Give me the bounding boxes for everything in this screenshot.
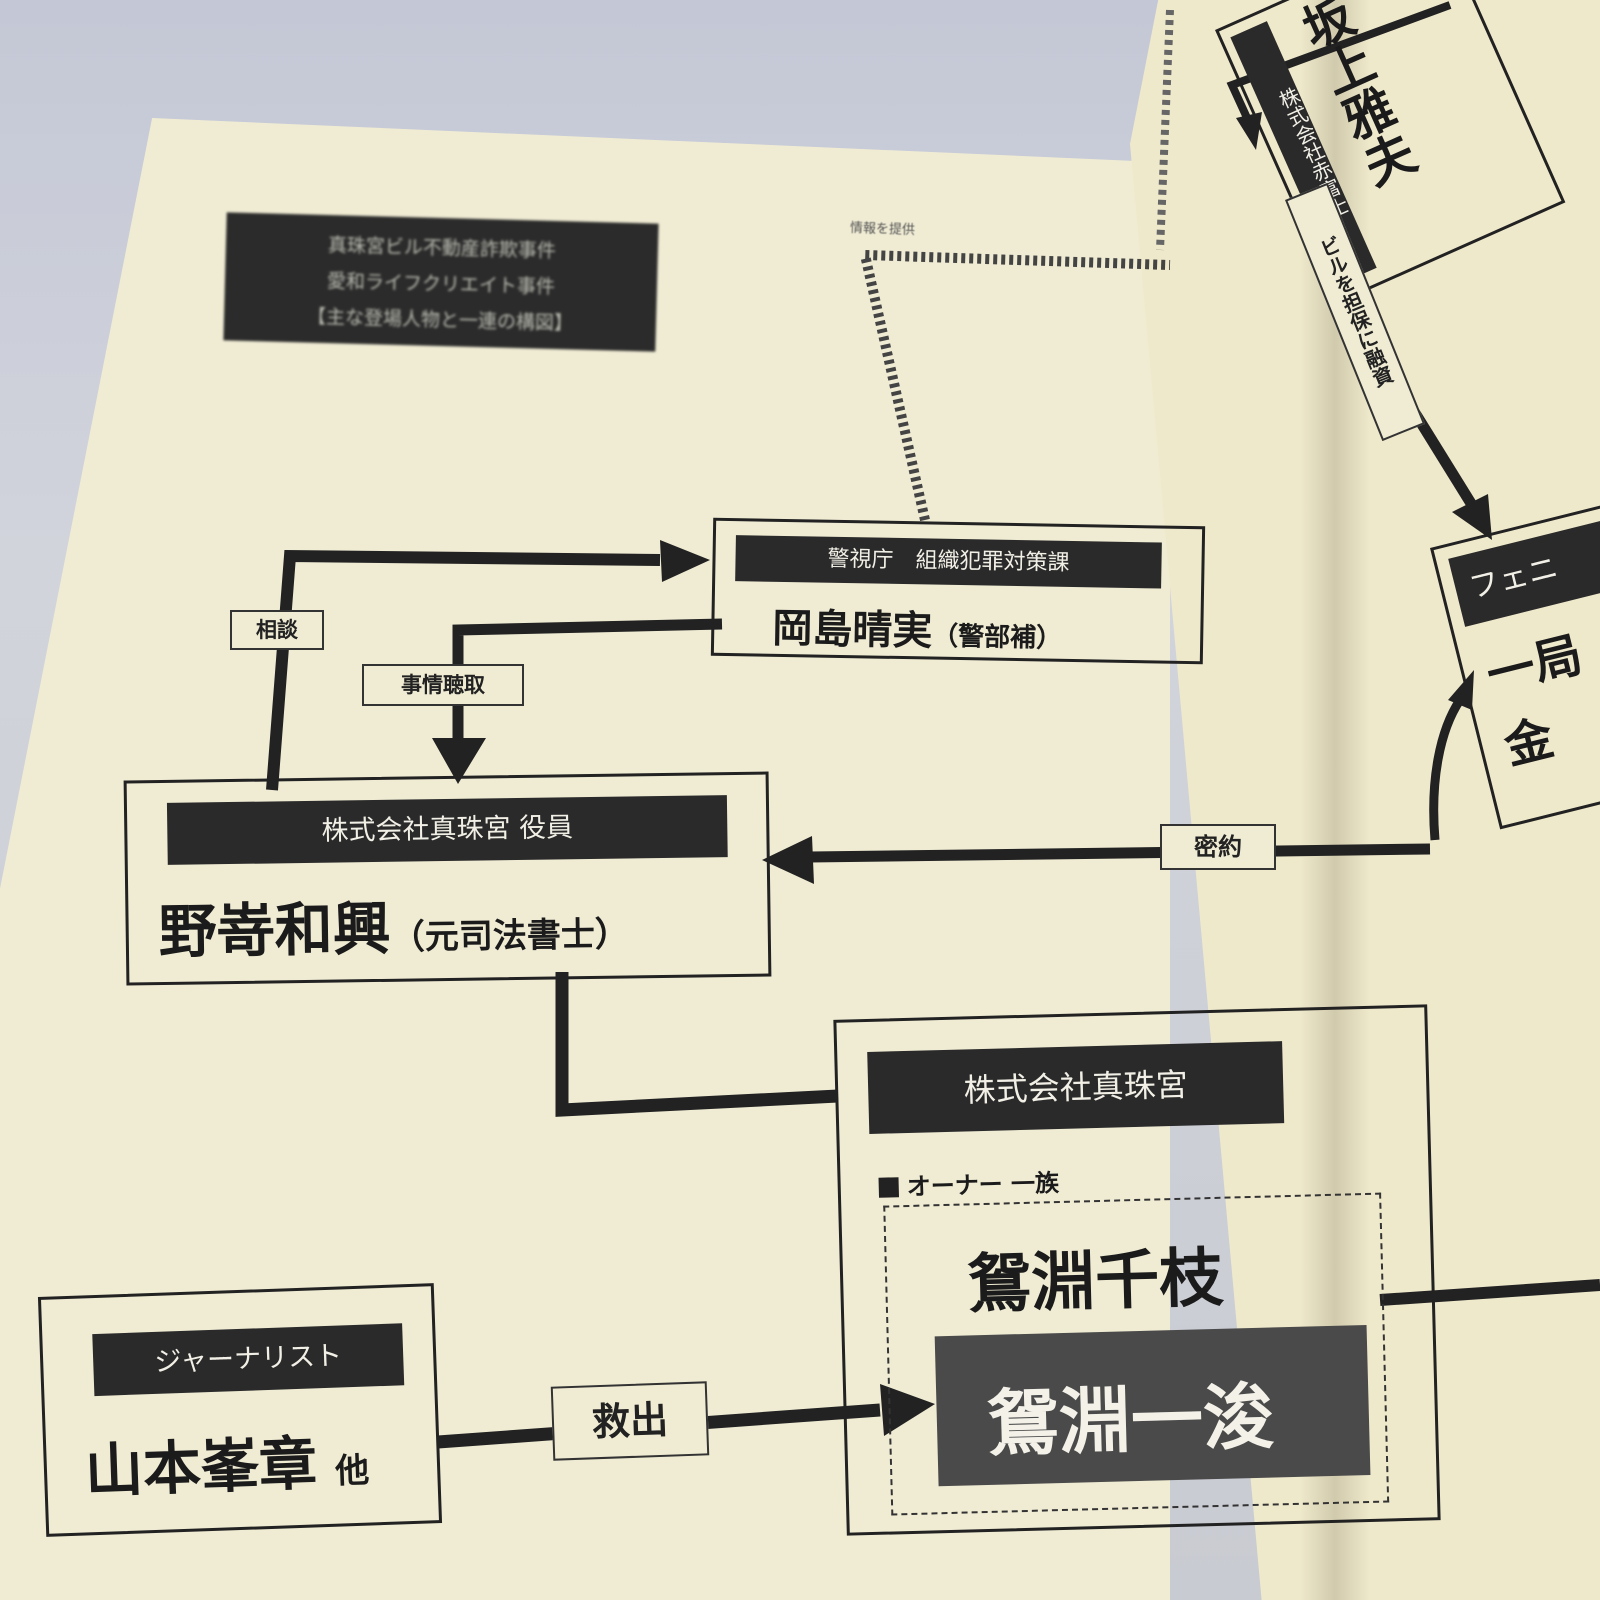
edge-curve-phoenix (1429, 697, 1464, 841)
edge-kyushutsu-arrowhead (880, 1384, 935, 1436)
group-label-text: オーナー 一族 (906, 1169, 1060, 1201)
node-nozaki-org: 株式会社真珠宮 役員 (166, 795, 728, 865)
nozaki-role-text: （元司法書士） (390, 914, 630, 958)
node-shinjugu-group-heading: オーナー 一族 (878, 1163, 1059, 1203)
node-shinjugu-org: 株式会社真珠宮 (867, 1041, 1285, 1134)
edge-top-right-bracket (1226, 1, 1452, 122)
edge-info-dotted (858, 249, 1171, 522)
node-police-org: 警視庁 組織犯罪対策課 (735, 535, 1162, 589)
police-name-text: 岡島晴実 (771, 605, 933, 655)
node-shinjugu: 株式会社真珠宮 オーナー 一族 鴛淵千枝 鴛淵一浚 (833, 1004, 1441, 1536)
edge-mitsuyaku-arrowhead (762, 836, 814, 884)
edge-jijou-arrowhead (432, 738, 486, 784)
owner-family-group: 鴛淵千枝 鴛淵一浚 (883, 1192, 1390, 1516)
edge-label-soudan: 相談 (230, 610, 324, 650)
node-nozaki-name: 野嵜和興（元司法書士） (158, 878, 629, 969)
edge-nozaki-shinjugu (555, 972, 839, 1117)
edge-soudan-arrowhead (660, 540, 710, 582)
member-chie: 鴛淵千枝 (966, 1241, 1225, 1323)
node-police: 警視庁 組織犯罪対策課 岡島晴実（警部補） (710, 517, 1206, 665)
edge-curve-phoenix-arrowhead (1448, 670, 1474, 710)
node-journalist: ジャーナリスト 山本峯章他 (37, 1283, 443, 1537)
diagram-title-block: 真珠宮ビル不動産詐欺事件 愛和ライフクリエイト事件 【主な登場人物と一連の構図】 (223, 212, 659, 352)
edge-gutter-dashed (1156, 9, 1174, 251)
member-issun: 鴛淵一浚 (985, 1374, 1276, 1466)
node-nozaki: 株式会社真珠宮 役員 野嵜和興（元司法書士） (123, 771, 772, 986)
edge-label-kyushutsu: 救出 (550, 1381, 710, 1461)
edge-mitsuyaku (809, 843, 1431, 863)
node-journalist-name: 山本峯章他 (83, 1415, 370, 1509)
node-phoenix-line2: 金 (1499, 709, 1560, 776)
nozaki-name-text: 野嵜和興 (158, 894, 392, 967)
node-phoenix-line1: 一局 (1481, 626, 1588, 704)
node-journalist-org: ジャーナリスト (92, 1323, 405, 1397)
police-role-text: （警部補） (931, 621, 1063, 654)
square-bullet-icon (878, 1177, 900, 1198)
edge-soudan (266, 549, 661, 791)
node-police-name: 岡島晴実（警部補） (772, 596, 1063, 659)
edge-shinjugu-right (1379, 1279, 1600, 1306)
edge-sakagami-phoenix-arrowhead (1452, 494, 1492, 540)
edge-label-jijou: 事情聴取 (362, 664, 524, 706)
member-issun-box: 鴛淵一浚 (934, 1325, 1371, 1487)
edge-label-mitsuyaku: 密約 (1160, 824, 1276, 870)
edge-label-info: 情報を提供 (849, 220, 916, 239)
journalist-suffix-text: 他 (334, 1450, 370, 1492)
edge-top-right-arrowhead (1236, 112, 1262, 150)
journalist-name-text: 山本峯章 (83, 1429, 319, 1506)
